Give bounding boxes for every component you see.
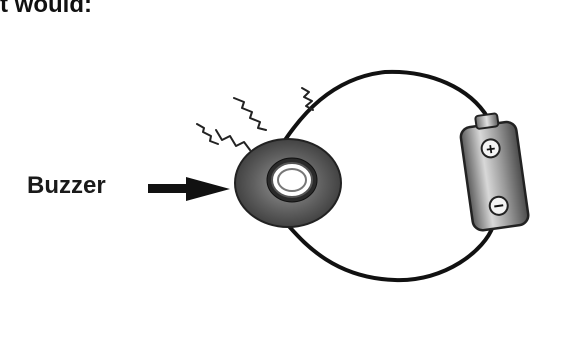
positive-symbol: + bbox=[485, 141, 497, 159]
battery-negative-terminal bbox=[488, 195, 509, 216]
top-wire bbox=[283, 69, 490, 142]
arrow-right-icon bbox=[148, 177, 230, 201]
bottom-wire bbox=[283, 220, 495, 283]
buzzer-label: Buzzer bbox=[27, 172, 106, 199]
buzzer-icon bbox=[234, 138, 342, 228]
battery-icon: + − bbox=[459, 112, 530, 232]
battery-positive-terminal bbox=[480, 138, 501, 159]
caption-text: t would: bbox=[0, 0, 92, 18]
negative-symbol: − bbox=[492, 195, 505, 216]
sound-waves-icon bbox=[196, 87, 314, 151]
